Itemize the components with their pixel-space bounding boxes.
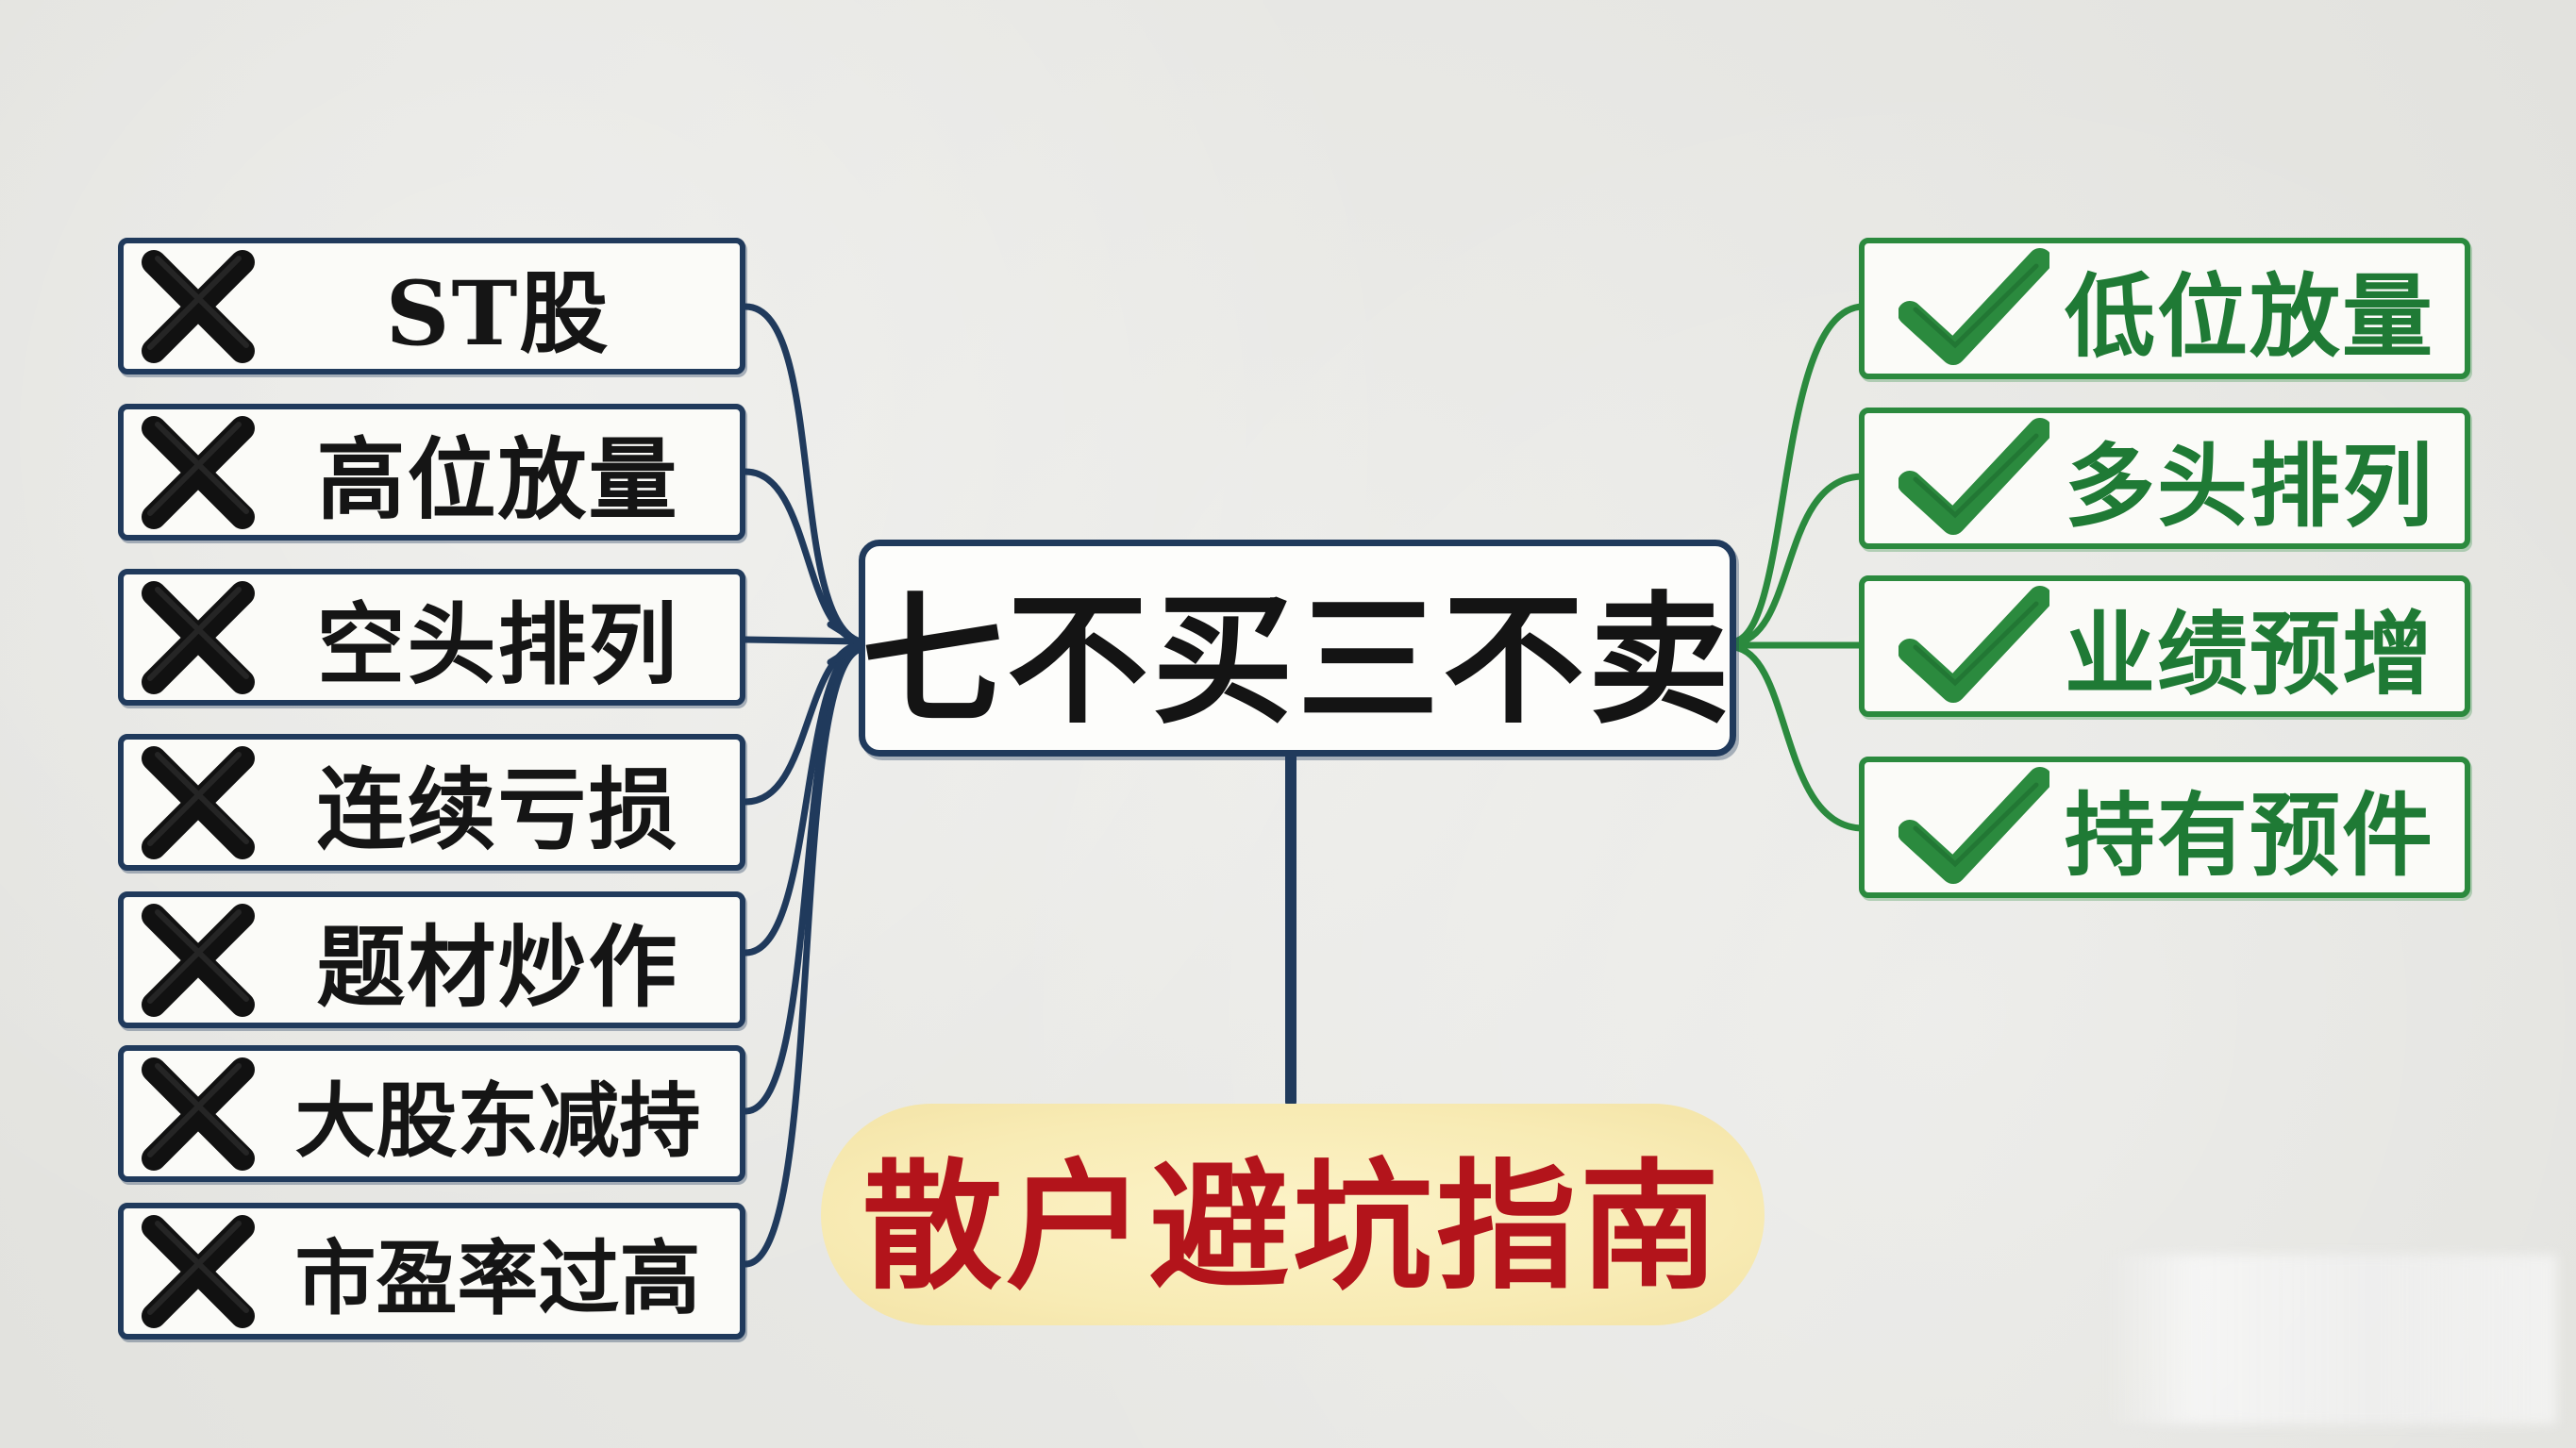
- connector-good-4: [1731, 643, 1867, 832]
- do-not-buy-label: 大股东减持: [294, 1074, 701, 1169]
- blurred-watermark-area: [2104, 1255, 2557, 1424]
- do-not-buy-label: 连续亏损: [316, 757, 679, 862]
- check-icon: [1899, 418, 2049, 535]
- do-not-buy-label: ST股: [385, 261, 611, 366]
- connector-bad-2: [742, 468, 864, 645]
- do-not-sell-item-holding: 持有预件: [1859, 757, 2470, 898]
- connector-bad-7: [742, 645, 864, 1268]
- guide-text: 散户避坑指南: [862, 1144, 1723, 1308]
- connector-good-1: [1731, 303, 1867, 645]
- connector-bad-3: [742, 636, 864, 645]
- cross-icon: [142, 1057, 255, 1171]
- connector-bad-1: [742, 303, 864, 645]
- cross-icon: [142, 745, 255, 859]
- do-not-sell-label: 低位放量: [2065, 262, 2434, 370]
- check-icon: [1899, 248, 2049, 365]
- do-not-buy-item-pe: 市盈率过高: [118, 1203, 745, 1340]
- do-not-buy-item-high-volume: 高位放量: [118, 404, 745, 541]
- cross-icon: [142, 580, 255, 694]
- do-not-buy-item-theme: 题材炒作: [118, 891, 745, 1028]
- do-not-sell-item-earnings: 业绩预增: [1859, 575, 2470, 717]
- do-not-buy-item-bearish: 空头排列: [118, 569, 745, 706]
- center-title: 七不买三不卖: [861, 576, 1734, 743]
- center-node: 七不买三不卖: [859, 540, 1736, 757]
- do-not-sell-label: 业绩预增: [2065, 600, 2434, 707]
- cross-icon: [142, 903, 255, 1017]
- do-not-buy-label: 题材炒作: [316, 915, 679, 1020]
- do-not-sell-label: 多头排列: [2065, 432, 2434, 540]
- do-not-sell-item-low-volume: 低位放量: [1859, 238, 2470, 379]
- guide-pill: 散户避坑指南: [821, 1104, 1765, 1325]
- cross-icon: [142, 249, 255, 363]
- do-not-buy-item-shareholder: 大股东减持: [118, 1045, 745, 1182]
- check-icon: [1899, 586, 2049, 703]
- cross-icon: [142, 1214, 255, 1328]
- check-icon: [1899, 767, 2049, 884]
- do-not-buy-label: 市盈率过高: [294, 1231, 701, 1326]
- do-not-buy-label: 空头排列: [316, 592, 679, 697]
- connector-good-2: [1731, 473, 1867, 647]
- do-not-sell-item-bullish: 多头排列: [1859, 408, 2470, 549]
- cross-icon: [142, 415, 255, 529]
- do-not-buy-item-losses: 连续亏损: [118, 734, 745, 871]
- do-not-buy-label: 高位放量: [316, 427, 679, 532]
- do-not-buy-item-st: ST股: [118, 238, 745, 374]
- do-not-sell-label: 持有预件: [2065, 781, 2434, 889]
